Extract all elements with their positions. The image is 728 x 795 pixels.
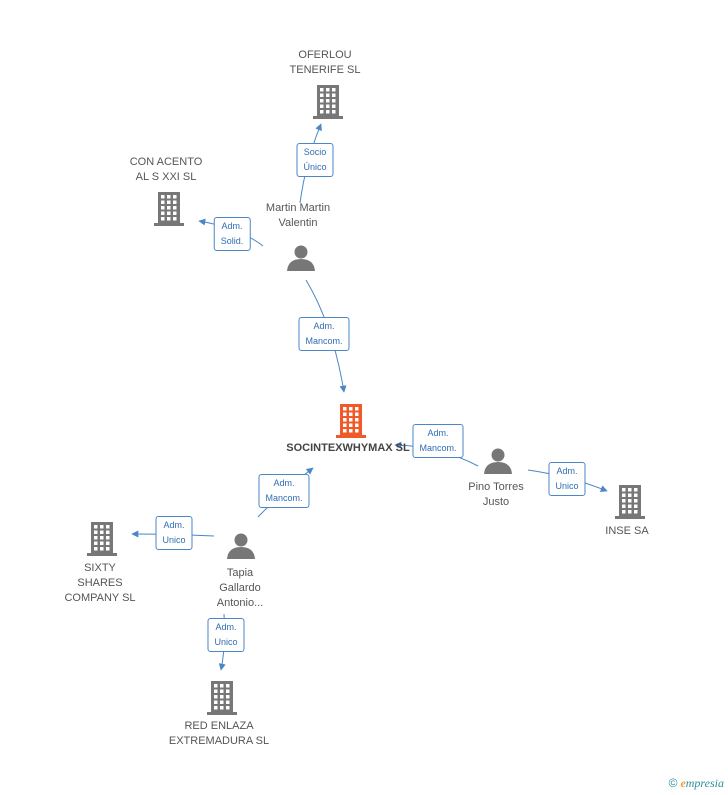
edge-label-line: Adm.: [163, 520, 185, 530]
node-label-oferlou[interactable]: OFERLOU TENERIFE SL: [290, 48, 361, 78]
node-label-line: SIXTY: [84, 562, 116, 574]
node-label-socintex[interactable]: SOCINTEXWHYMAX SL: [286, 441, 409, 456]
node-label-line: Antonio...: [216, 597, 264, 609]
node-label-line: Pino Torres: [468, 481, 524, 493]
edge-label-line: Solid.: [220, 236, 244, 246]
node-label-line: AL S XXI SL: [135, 171, 197, 183]
edge-label-line: Unico: [214, 637, 238, 647]
edge-label-line: Unico: [162, 535, 186, 545]
edge-label-line: Adm.: [221, 221, 243, 231]
edge-label-line: Adm.: [427, 428, 449, 438]
edge-label-line: Mancom.: [305, 336, 343, 346]
inse-company-icon[interactable]: [615, 485, 645, 519]
edge-label-line: Adm.: [215, 622, 237, 632]
pino-person-icon[interactable]: [484, 448, 512, 475]
node-label-line: SOCINTEXWHYMAX SL: [286, 442, 410, 454]
node-label-line: Gallardo: [219, 582, 261, 594]
edge-label-line: Socio: [303, 147, 327, 157]
node-label-line: OFERLOU: [298, 49, 352, 61]
node-label-line: Martin Martin: [265, 202, 331, 214]
edge-label-line: Unico: [555, 481, 579, 491]
edge-label-tapia-red-enlaza[interactable]: Adm. Unico: [207, 618, 245, 652]
edge-label-line: Adm.: [273, 478, 295, 488]
node-label-line: RED ENLAZA: [184, 720, 254, 732]
martin-person-icon[interactable]: [287, 245, 315, 272]
edge-label-pino-inse[interactable]: Adm. Unico: [548, 462, 586, 496]
edge-label-tapia-socintex[interactable]: Adm. Mancom.: [258, 474, 310, 508]
edge-label-martin-socintex[interactable]: Adm. Mancom.: [298, 317, 350, 351]
node-label-line: SHARES: [77, 577, 123, 589]
node-label-line: Tapia: [226, 567, 254, 579]
edge-label-line: Único: [303, 162, 327, 172]
node-label-inse[interactable]: INSE SA: [605, 524, 648, 539]
node-label-line: INSE SA: [605, 525, 649, 537]
node-label-line: EXTREMADURA SL: [168, 735, 270, 747]
edge-label-pino-socintex[interactable]: Adm. Mancom.: [412, 424, 464, 458]
node-label-con-acento[interactable]: CON ACENTO AL S XXI SL: [130, 155, 203, 185]
edge-label-line: Mancom.: [419, 443, 457, 453]
node-label-red-enlaza[interactable]: RED ENLAZA EXTREMADURA SL: [169, 719, 269, 749]
edge-label-tapia-sixty[interactable]: Adm. Unico: [155, 516, 193, 550]
con-acento-company-icon[interactable]: [154, 192, 184, 226]
tapia-person-icon[interactable]: [227, 533, 255, 560]
node-label-line: TENERIFE SL: [289, 64, 361, 76]
empresia-watermark: ©empresia: [669, 776, 724, 791]
red-enlaza-company-icon[interactable]: [207, 681, 237, 715]
node-label-line: COMPANY SL: [64, 592, 136, 604]
edge-label-line: Adm.: [556, 466, 578, 476]
node-label-line: Valentin: [278, 217, 318, 229]
oferlou-company-icon[interactable]: [313, 85, 343, 119]
node-label-line: CON ACENTO: [129, 156, 203, 168]
edge-label-line: Adm.: [313, 321, 335, 331]
brand-e: e: [680, 776, 686, 790]
sixty-company-icon[interactable]: [87, 522, 117, 556]
brand-text: mpresia: [685, 776, 724, 790]
node-label-sixty[interactable]: SIXTY SHARES COMPANY SL: [64, 561, 135, 606]
node-label-line: Justo: [482, 496, 510, 508]
edge-label-line: Mancom.: [265, 493, 303, 503]
socintex-company-icon[interactable]: [336, 404, 366, 438]
edge-label-martin-con-acento[interactable]: Adm. Solid.: [213, 217, 251, 251]
copyright-symbol: ©: [668, 776, 678, 790]
